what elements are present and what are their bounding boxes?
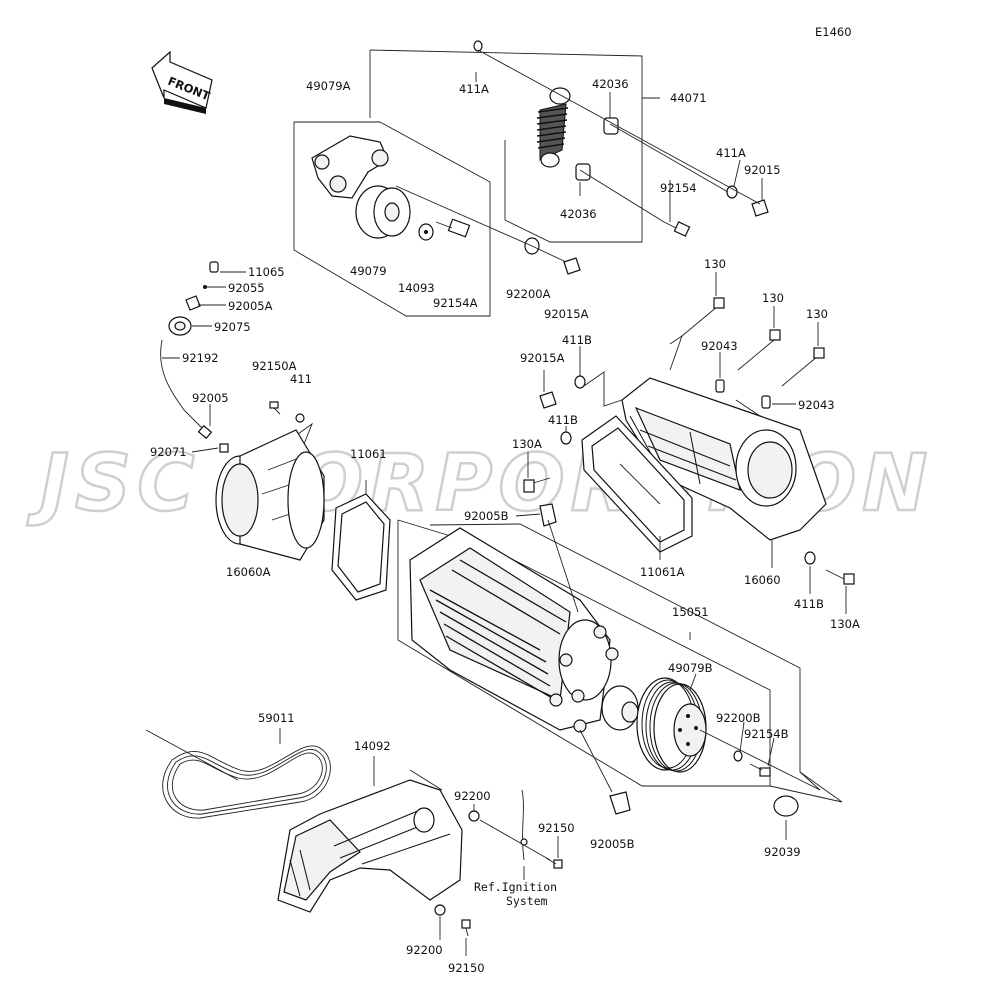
diagram-code: E1460 (815, 25, 852, 39)
part-number: 92154A (433, 296, 478, 310)
dowel-pin-icon (715, 379, 771, 409)
part-number: 92015A (520, 351, 565, 365)
bolt-icon (663, 221, 691, 237)
part-number: 15051 (672, 605, 709, 619)
tensioner-group-frame (293, 49, 660, 317)
part-number: 14093 (398, 281, 435, 295)
part-number: 92043 (798, 398, 835, 412)
washer-icon (560, 375, 816, 565)
tensioner-damper-icon (536, 87, 571, 168)
bolt-icon (523, 297, 855, 585)
part-number: 42036 (560, 207, 597, 221)
part-number-callouts: 411A 42036 44071 49079A 411A 92015 92154… (150, 77, 860, 975)
oil-line-assembly (160, 261, 246, 453)
part-number: 411A (716, 146, 746, 160)
part-number: 130 (806, 307, 828, 321)
part-number: 92192 (182, 351, 219, 365)
leader-lines (439, 804, 559, 956)
tensioner-arm-assembly (311, 135, 471, 241)
part-number: 92005B (590, 837, 635, 851)
part-number: 92075 (214, 320, 251, 334)
part-number: 14092 (354, 739, 391, 753)
part-number: 44071 (670, 91, 707, 105)
drive-belt-icon (145, 728, 331, 819)
supercharger-body-icon (409, 527, 639, 731)
part-number: 42036 (592, 77, 629, 91)
part-number: 130A (830, 617, 860, 631)
part-number: 411A (459, 82, 489, 96)
front-arrow-icon: FRONT (151, 50, 213, 114)
washer-icon (473, 40, 738, 255)
part-number: 92154B (744, 727, 789, 741)
part-number: 11065 (248, 265, 285, 279)
part-number: 92154 (660, 181, 697, 195)
bushing-icon (575, 117, 619, 181)
fitting-icon (539, 503, 631, 815)
part-number: 92005A (228, 299, 273, 313)
part-number: 16060 (744, 573, 781, 587)
part-number: 92005B (464, 509, 509, 523)
part-number: 92071 (150, 445, 187, 459)
part-number: 49079B (668, 661, 713, 675)
nut-icon (563, 199, 769, 275)
washer-icon (434, 810, 480, 916)
bolt-icon (749, 763, 771, 777)
leader-lines (515, 272, 847, 614)
ignition-cable-icon (520, 789, 528, 861)
part-number: 92150 (538, 821, 575, 835)
gasket-icon (581, 415, 693, 560)
part-number: 92200B (716, 711, 761, 725)
leader-lines (547, 519, 843, 840)
part-number: 130A (512, 437, 542, 451)
part-number: 92015 (744, 163, 781, 177)
part-number: 411B (562, 333, 592, 347)
part-number: 59011 (258, 711, 295, 725)
part-number: 49079A (306, 79, 351, 93)
part-number: 92039 (764, 845, 801, 859)
supercharger-pulley-icon (636, 677, 707, 773)
reference-note-line1: Ref.Ignition (474, 880, 557, 894)
part-number: 92200 (454, 789, 491, 803)
cap-icon (773, 795, 799, 817)
part-number: 92015A (544, 307, 589, 321)
part-number: 92150 (448, 961, 485, 975)
part-number: 92150A (252, 359, 297, 373)
part-number: 411B (548, 413, 578, 427)
part-number: 92055 (228, 281, 265, 295)
reference-note-line2: System (506, 894, 548, 908)
inlet-duct-icon (215, 422, 325, 561)
outlet-duct-icon (621, 377, 827, 541)
part-number: 130 (762, 291, 784, 305)
bolt-icon (269, 401, 281, 415)
gasket-icon (331, 480, 391, 601)
part-number: 92200A (506, 287, 551, 301)
part-number: 411 (290, 372, 312, 386)
belt-cover-icon (277, 756, 463, 913)
part-number: 92043 (701, 339, 738, 353)
part-number: 11061A (640, 565, 685, 579)
leader-lines (395, 49, 763, 263)
part-number: 16060A (226, 565, 271, 579)
part-number: 49079 (350, 264, 387, 278)
part-number: 11061 (350, 447, 387, 461)
washer-icon (295, 413, 305, 423)
part-number: 411B (794, 597, 824, 611)
part-number: 92005 (192, 391, 229, 405)
washer-icon (733, 750, 743, 762)
part-number: 92200 (406, 943, 443, 957)
nut-icon (539, 391, 557, 409)
part-number: 130 (704, 257, 726, 271)
